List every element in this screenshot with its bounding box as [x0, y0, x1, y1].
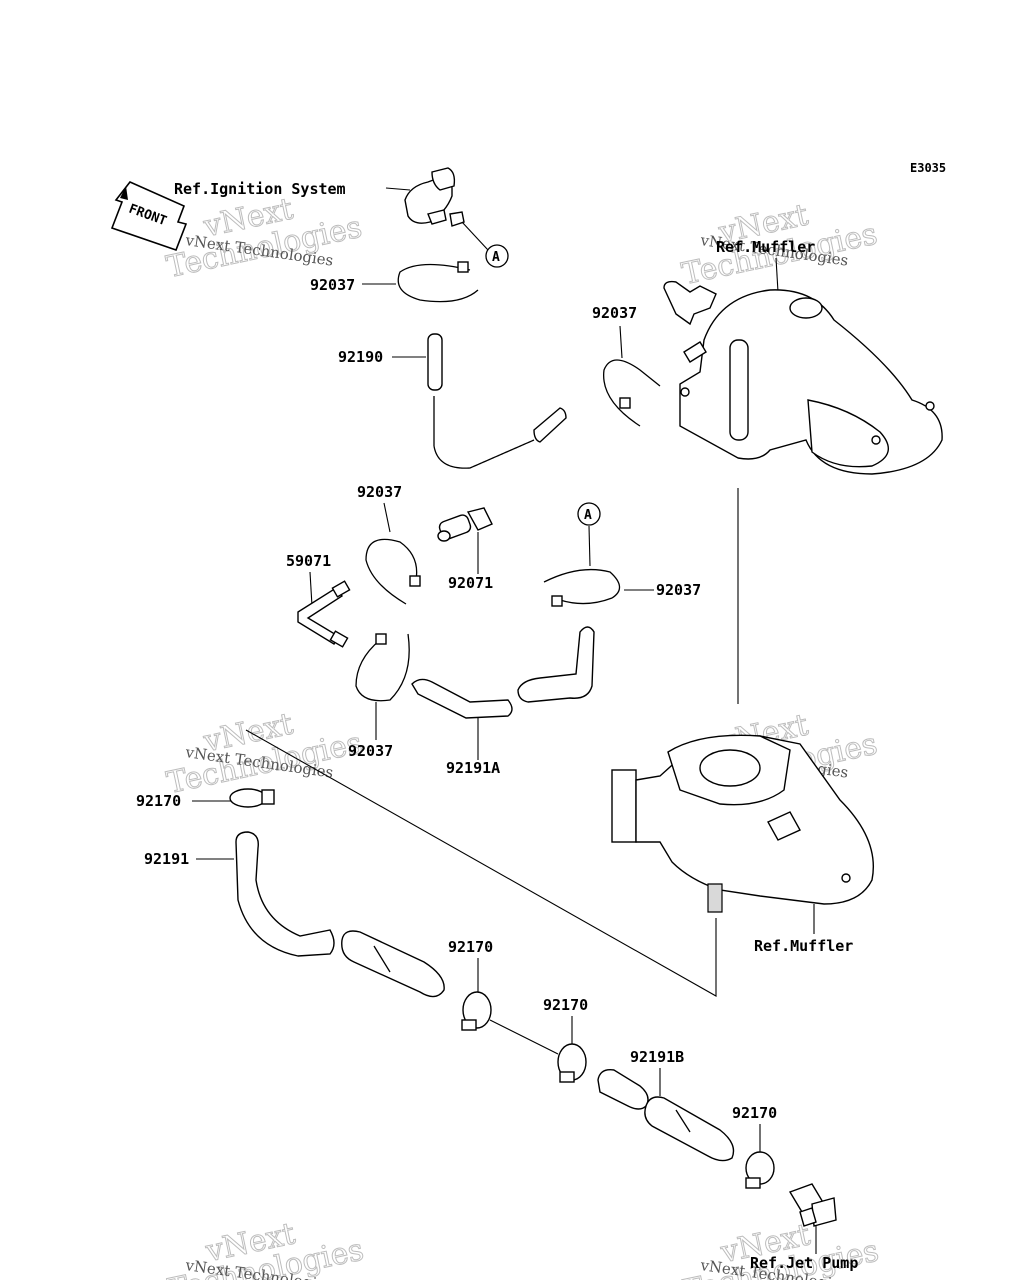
hose-92191: [235, 831, 445, 998]
part-label-p8: 92037: [348, 742, 393, 760]
jet-pump-fitting: [788, 1183, 837, 1227]
part-label-p2: 92190: [338, 348, 383, 366]
reference-line: [245, 729, 717, 997]
hose-clamp-screw: [745, 1151, 775, 1189]
hose-92191a: [411, 626, 595, 719]
part-label-p14: 92191B: [630, 1048, 684, 1066]
ref-ignition-label: Ref.Ignition System: [174, 180, 346, 198]
hose-clamp: [543, 568, 621, 607]
hose-clamp-screw: [461, 991, 492, 1031]
hose-clamp-screw: [557, 1043, 587, 1083]
leader-line: [385, 187, 411, 191]
hose-clamp: [397, 261, 479, 303]
diagram-code: E3035: [910, 161, 946, 175]
part-label-p13: 92170: [543, 996, 588, 1014]
part-label-p1: 92037: [310, 276, 355, 294]
part-label-p11: 92191: [144, 850, 189, 868]
leader-line: [383, 502, 391, 533]
callout-a-top: A: [485, 244, 509, 268]
hose-clamp: [355, 633, 410, 702]
fitting-92071: [437, 507, 493, 542]
part-label-p6: 59071: [286, 552, 331, 570]
leader-line: [309, 571, 313, 607]
leader-line: [619, 325, 623, 359]
leader-line: [775, 257, 779, 293]
ref-muffler-bottom-label: Ref.Muffler: [754, 937, 853, 955]
part-label-p15: 92170: [732, 1104, 777, 1122]
part-label-p10: 92170: [136, 792, 181, 810]
ignition-fitting: [404, 167, 465, 227]
muffler-bottom-housing: [611, 734, 874, 913]
part-label-p12: 92170: [448, 938, 493, 956]
part-label-p3: 92037: [592, 304, 637, 322]
muffler-top-housing: [663, 280, 943, 475]
pipe-59071: [297, 580, 351, 648]
part-label-p7: 92037: [656, 581, 701, 599]
ref-muffler-top-label: Ref.Muffler: [716, 238, 815, 256]
reference-line: [489, 1019, 559, 1055]
leader-line: [588, 525, 591, 567]
part-label-p4: 92037: [357, 483, 402, 501]
hose-clamp-screw: [229, 788, 275, 808]
part-label-p5: 92071: [448, 574, 493, 592]
svg-text:A: A: [492, 250, 500, 265]
ref-jet-pump-label: Ref.Jet Pump: [750, 1254, 858, 1272]
hose-clamp: [603, 359, 661, 427]
hose-clamp: [365, 538, 421, 605]
hose-92190: [427, 333, 567, 469]
front-arrow-icon: FRONT: [110, 181, 188, 252]
callout-a-mid: A: [577, 502, 601, 526]
hose-92191b: [597, 1069, 735, 1162]
leader-line: [461, 221, 489, 251]
svg-text:A: A: [584, 508, 592, 523]
part-label-p9: 92191A: [446, 759, 500, 777]
